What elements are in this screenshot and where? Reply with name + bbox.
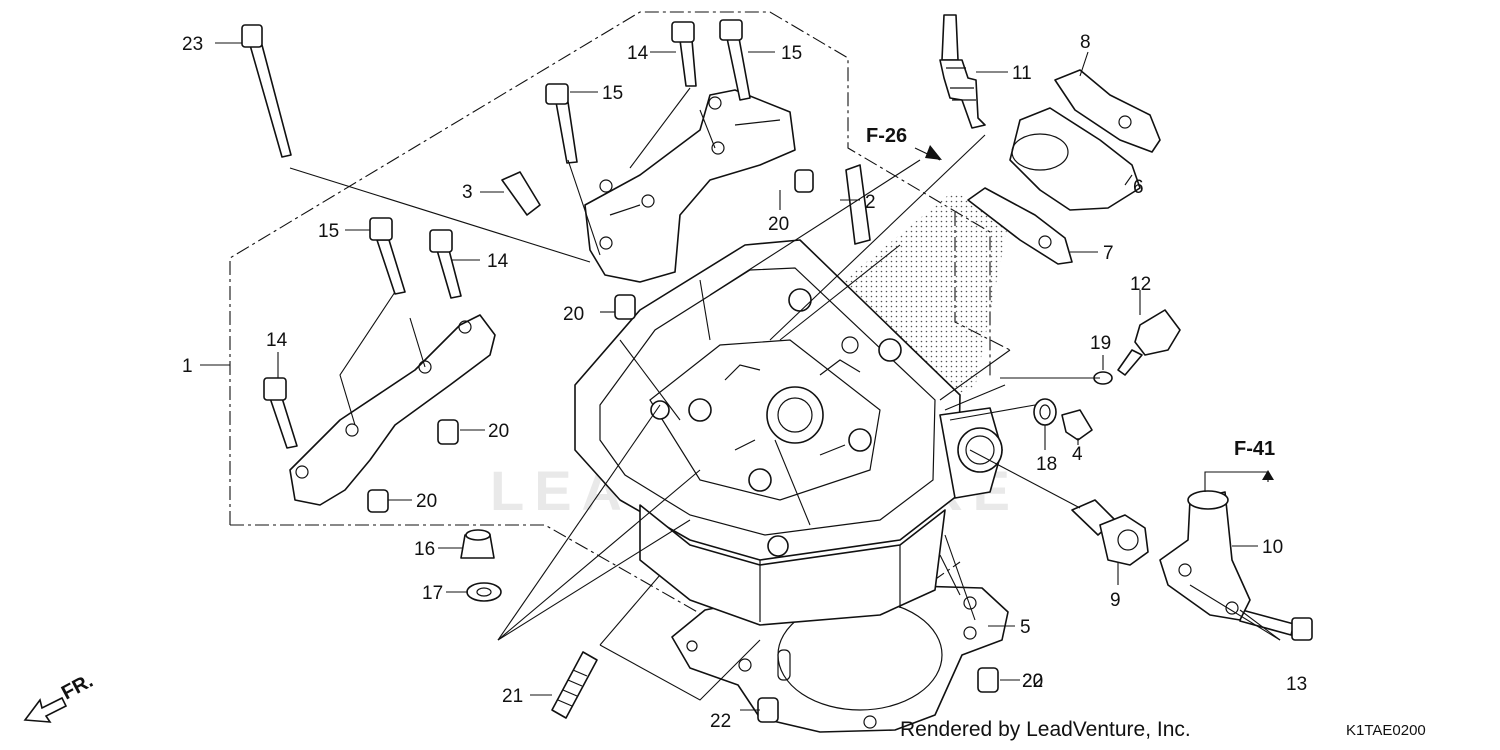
- insulator-and-bands: [967, 69, 1161, 265]
- dowel-pins-and-nut: [367, 169, 999, 723]
- callout-22-right: 22: [1022, 671, 1043, 692]
- camshaft-holder-lower: [289, 314, 496, 506]
- callout-23: 23: [182, 34, 203, 55]
- callout-labels: 1 2 3 4 5 6 7 8 9 10 11 12 13 14 14 14 1…: [182, 32, 1307, 732]
- callout-10: 10: [1262, 537, 1283, 558]
- temperature-sensor: [1093, 309, 1181, 385]
- callout-16: 16: [414, 539, 435, 560]
- spark-plug: [939, 14, 986, 129]
- section-ref-f41[interactable]: F-41: [1234, 438, 1275, 460]
- callout-5: 5: [1020, 617, 1031, 638]
- water-outlet: [1159, 490, 1251, 621]
- callout-17: 17: [422, 583, 443, 604]
- callout-2: 2: [865, 192, 876, 213]
- callout-15-middle: 15: [602, 83, 623, 104]
- callout-3: 3: [462, 182, 473, 203]
- callout-14-left: 14: [266, 330, 288, 351]
- callout-9: 9: [1110, 590, 1121, 611]
- front-arrow-icon: [23, 696, 68, 723]
- bolts: [241, 19, 1313, 719]
- leader-lines: [200, 42, 1281, 711]
- callout-14-top: 14: [627, 43, 649, 64]
- callout-15-top: 15: [781, 43, 802, 64]
- thermostat: [1071, 499, 1149, 566]
- callout-20-right: 20: [488, 421, 509, 442]
- callout-6: 6: [1133, 177, 1144, 198]
- callout-20-bottom: 20: [416, 491, 437, 512]
- callout-18: 18: [1036, 454, 1057, 475]
- callout-20-extra: 20: [1022, 671, 1043, 692]
- plug-and-washer: [1033, 398, 1093, 441]
- callout-15-left: 15: [318, 221, 339, 242]
- callout-4: 4: [1072, 444, 1083, 465]
- callout-20-top: 20: [768, 214, 789, 235]
- cylinder-head: [574, 239, 1003, 626]
- callout-20-center: 20: [563, 304, 584, 325]
- callout-12: 12: [1130, 274, 1151, 295]
- callout-14-middle: 14: [487, 251, 509, 272]
- callout-7: 7: [1103, 243, 1114, 264]
- callout-1: 1: [182, 356, 193, 377]
- stud-threads: [557, 669, 588, 707]
- section-ref-f26[interactable]: F-26: [866, 125, 907, 147]
- callout-11: 11: [1012, 63, 1032, 84]
- render-credit: Rendered by LeadVenture, Inc.: [900, 718, 1191, 741]
- front-marker-label: FR.: [58, 670, 97, 705]
- callout-19: 19: [1090, 333, 1111, 354]
- callout-22: 22: [710, 711, 731, 732]
- valve-tubes: [501, 164, 871, 245]
- callout-21: 21: [502, 686, 523, 707]
- callout-13: 13: [1286, 674, 1307, 695]
- diagram-code: K1TAE0200: [1346, 722, 1426, 739]
- callout-8: 8: [1080, 32, 1091, 53]
- section-ref-arrows: [914, 145, 1274, 492]
